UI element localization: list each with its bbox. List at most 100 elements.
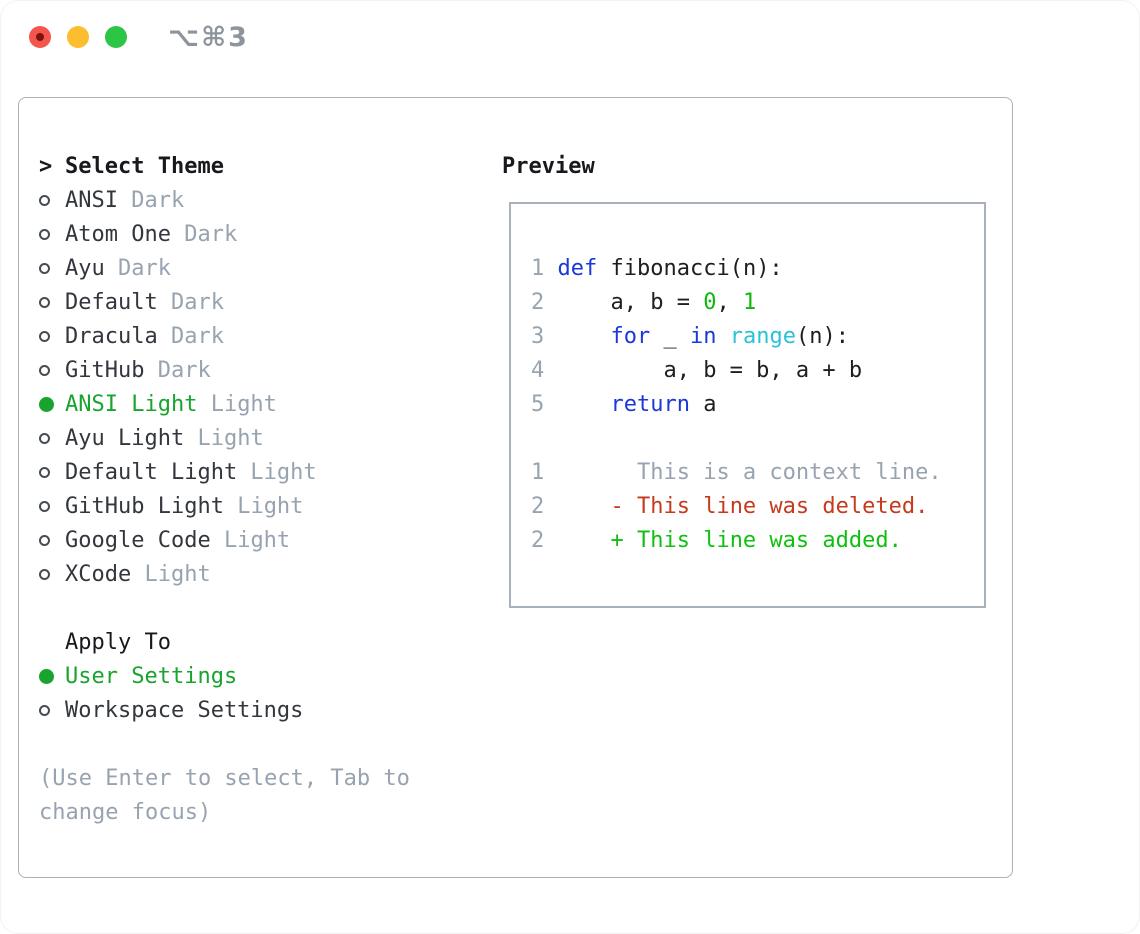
radio-marker <box>39 523 65 557</box>
apply-to-header: Apply To <box>65 629 171 655</box>
line-number: 4 <box>531 357 545 383</box>
radio-marker <box>39 217 65 251</box>
code-segment: 1 <box>742 289 757 315</box>
theme-variant: Dark <box>157 323 224 349</box>
code-segment: This is a context line. <box>557 459 942 485</box>
radio-marker <box>39 659 65 693</box>
line-number: 5 <box>531 391 545 417</box>
code-line: 5 return a <box>531 387 984 421</box>
theme-variant: Dark <box>157 289 224 315</box>
hint-line: change focus) <box>39 799 212 825</box>
radio-marker <box>39 183 65 217</box>
radio-unselected-icon <box>39 704 50 716</box>
line-number: 2 <box>531 493 545 519</box>
theme-variant: Dark <box>117 187 185 213</box>
preview-header: Preview <box>502 153 595 179</box>
hint-text: (Use Enter to select, Tab to change focus… <box>39 761 410 829</box>
theme-name: XCode <box>65 561 132 587</box>
radio-marker <box>39 489 65 523</box>
cursor-marker: > <box>39 149 65 183</box>
theme-option-ayu[interactable]: Ayu Dark <box>39 251 410 285</box>
apply-option-label: Workspace Settings <box>65 697 304 723</box>
theme-name: Default Light <box>65 459 238 485</box>
theme-option-github-light[interactable]: GitHub Light Light <box>39 489 410 523</box>
theme-name: ANSI Light <box>65 391 198 417</box>
code-segment: (n): <box>795 323 849 349</box>
radio-unselected-icon <box>39 194 50 206</box>
select-theme-header: Select Theme <box>65 153 224 179</box>
code-segment <box>558 528 611 553</box>
theme-variant: Dark <box>104 255 171 281</box>
radio-unselected-icon <box>39 568 50 580</box>
theme-option-dracula[interactable]: Dracula Dark <box>39 319 410 353</box>
radio-marker <box>39 353 65 387</box>
code-line: 2 a, b = 0, 1 <box>531 285 984 319</box>
theme-option-google-code[interactable]: Google Code Light <box>39 523 410 557</box>
code-segment: in <box>689 323 717 349</box>
theme-name: Ayu Light <box>65 425 185 451</box>
code-segment: , <box>716 289 743 315</box>
select-theme-header-row: > Select Theme <box>39 149 410 183</box>
theme-variant: Light <box>237 459 317 485</box>
line-number: 1 <box>531 255 545 281</box>
minimize-button[interactable] <box>67 26 89 48</box>
theme-option-ansi[interactable]: ANSI Dark <box>39 183 410 217</box>
theme-name: GitHub Light <box>65 493 224 519</box>
titlebar: ⌥⌘3 <box>0 0 1140 74</box>
theme-option-xcode[interactable]: XCode Light <box>39 557 410 591</box>
apply-option-label: User Settings <box>65 663 238 689</box>
theme-variant: Light <box>197 391 277 417</box>
diff-line: 1 This is a context line. <box>531 455 984 489</box>
theme-name: Dracula <box>65 323 158 349</box>
code-segment: - This line was deleted. <box>610 493 929 519</box>
code-segment: _ <box>650 323 690 349</box>
line-number: 2 <box>531 527 545 553</box>
apply-to-indent <box>39 625 65 659</box>
radio-unselected-icon <box>39 330 50 342</box>
theme-option-default-light[interactable]: Default Light Light <box>39 455 410 489</box>
radio-unselected-icon <box>39 466 50 478</box>
radio-marker <box>39 557 65 591</box>
radio-unselected-icon <box>39 364 50 376</box>
theme-option-atom-one[interactable]: Atom One Dark <box>39 217 410 251</box>
code-segment: range <box>729 323 796 349</box>
code-segment <box>558 324 611 349</box>
radio-marker <box>39 319 65 353</box>
apply-to-header-row: Apply To <box>39 625 410 659</box>
code-line: 3 for _ in range(n): <box>531 319 984 353</box>
radio-unselected-icon <box>39 228 50 240</box>
code-segment <box>716 324 729 349</box>
code-line: 4 a, b = b, a + b <box>531 353 984 387</box>
spacer <box>531 421 984 455</box>
theme-name: Default <box>65 289 158 315</box>
theme-name: Ayu <box>65 255 105 281</box>
close-button[interactable] <box>29 26 51 48</box>
radio-marker <box>39 421 65 455</box>
apply-option-user-settings[interactable]: User Settings <box>39 659 410 693</box>
radio-marker <box>39 387 65 421</box>
hint-line: (Use Enter to select, Tab to <box>39 765 410 791</box>
code-segment: + This line was added. <box>610 527 902 553</box>
theme-name: GitHub <box>65 357 145 383</box>
code-segment: return <box>610 391 690 417</box>
diff-line: 2 + This line was added. <box>531 523 984 557</box>
code-segment: a, b = b, a + b <box>557 357 863 383</box>
theme-option-ansi-light[interactable]: ANSI Light Light <box>39 387 410 421</box>
theme-option-github[interactable]: GitHub Dark <box>39 353 410 387</box>
theme-variant: Light <box>184 425 264 451</box>
radio-selected-icon <box>39 396 54 412</box>
diff-line: 2 - This line was deleted. <box>531 489 984 523</box>
apply-option-workspace-settings[interactable]: Workspace Settings <box>39 693 410 727</box>
radio-unselected-icon <box>39 534 50 546</box>
theme-option-ayu-light[interactable]: Ayu Light Light <box>39 421 410 455</box>
theme-name: ANSI <box>65 187 118 213</box>
spacer <box>39 591 410 625</box>
theme-option-default[interactable]: Default Dark <box>39 285 410 319</box>
zoom-button[interactable] <box>105 26 127 48</box>
